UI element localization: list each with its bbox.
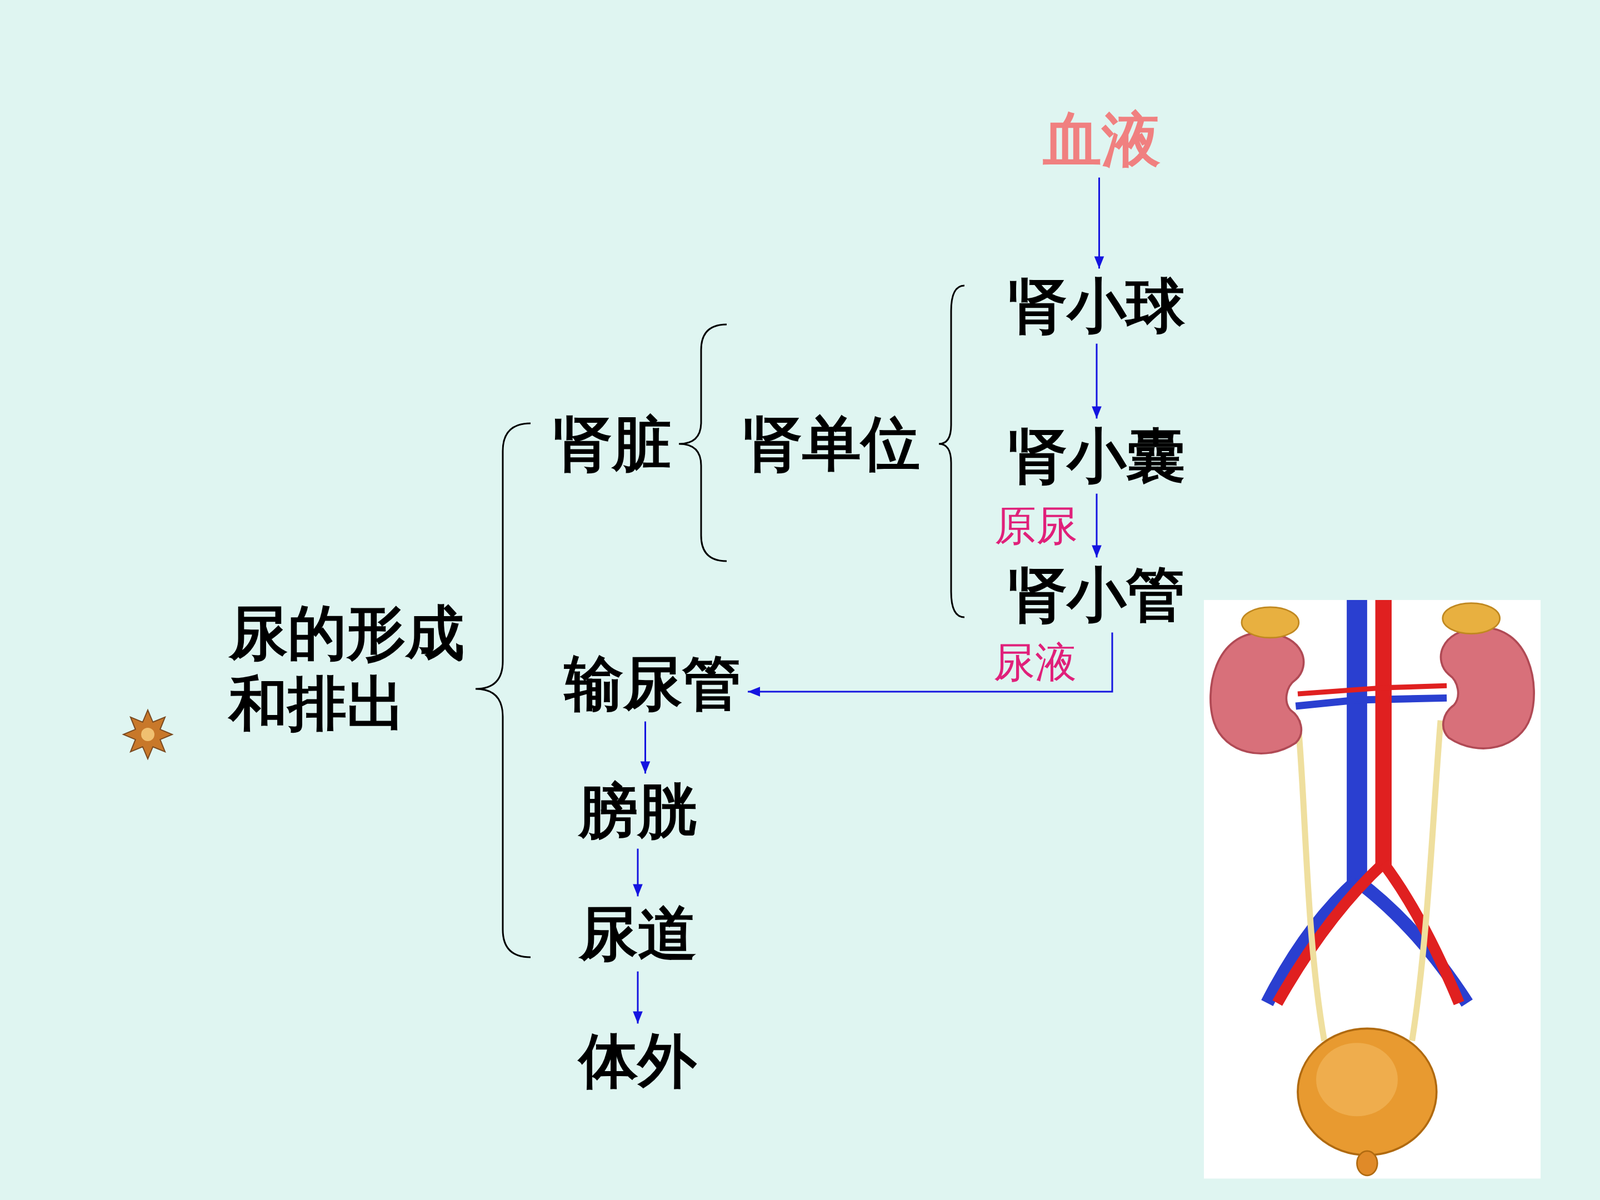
flow-arrow [1098, 177, 1100, 269]
adrenal-gland [1241, 607, 1299, 638]
aorta [1375, 600, 1392, 868]
edge-label: 原尿 [992, 500, 1080, 551]
node-text: 肾脏 [553, 408, 672, 479]
topic-node: 尿的形成 和排出 [224, 596, 496, 740]
organ-node: 肾脏 [548, 407, 676, 480]
organ-node: 尿道 [574, 897, 702, 970]
kidney [1441, 627, 1535, 749]
organ-node: 体外 [574, 1024, 702, 1098]
node-text: 血液 [1042, 104, 1161, 175]
vena-cava [1346, 600, 1368, 886]
kidney [1210, 632, 1304, 754]
node-text: 输尿管 [564, 648, 742, 719]
illustration-ground [1203, 600, 1541, 1179]
urethra [1357, 1151, 1378, 1176]
organ-node: 肾单位 [738, 407, 925, 480]
node-text: 肾单位 [743, 408, 920, 479]
renal-artery [1297, 687, 1384, 694]
brace [678, 324, 727, 562]
urinary-system-illustration [1203, 600, 1541, 1179]
organ-node: 肾小球 [1003, 269, 1190, 343]
node-text: 肾小囊 [1008, 420, 1185, 492]
bladder [1297, 1028, 1437, 1155]
renal-artery [1383, 685, 1447, 688]
edge-label: 尿液 [991, 637, 1079, 688]
star-icon [123, 710, 173, 759]
ureter [1412, 720, 1441, 1042]
node-text: 膀胱 [578, 775, 697, 847]
organ-node: 肾小管 [1003, 558, 1190, 632]
brace [475, 423, 531, 958]
organ-node: 膀胱 [574, 774, 702, 848]
node-text: 肾小管 [1008, 559, 1185, 630]
flow-arrow [1096, 493, 1098, 558]
flow-arrow [747, 632, 1113, 692]
adrenal-gland [1442, 603, 1500, 634]
flow-arrow [644, 721, 647, 774]
node-text: 肾小球 [1008, 270, 1185, 342]
node-text: 尿道 [578, 898, 697, 969]
brace [938, 285, 965, 618]
renal-vein [1357, 697, 1448, 700]
star-shape [123, 710, 173, 759]
flow-arrow [637, 848, 639, 897]
iliac-artery [1277, 863, 1384, 1004]
ureter [1297, 720, 1325, 1042]
organ-node: 肾小囊 [1003, 419, 1190, 493]
bladder-highlight [1316, 1042, 1398, 1117]
star-center [141, 727, 155, 742]
flow-arrow [1096, 343, 1098, 419]
organ-node: 输尿管 [560, 647, 746, 720]
flow-arrow [637, 971, 639, 1024]
organ-node: 血液 [1038, 103, 1165, 177]
node-text: 尿的形成 和排出 [228, 597, 492, 739]
node-text: 体外 [578, 1025, 697, 1097]
renal-vein [1295, 700, 1357, 707]
